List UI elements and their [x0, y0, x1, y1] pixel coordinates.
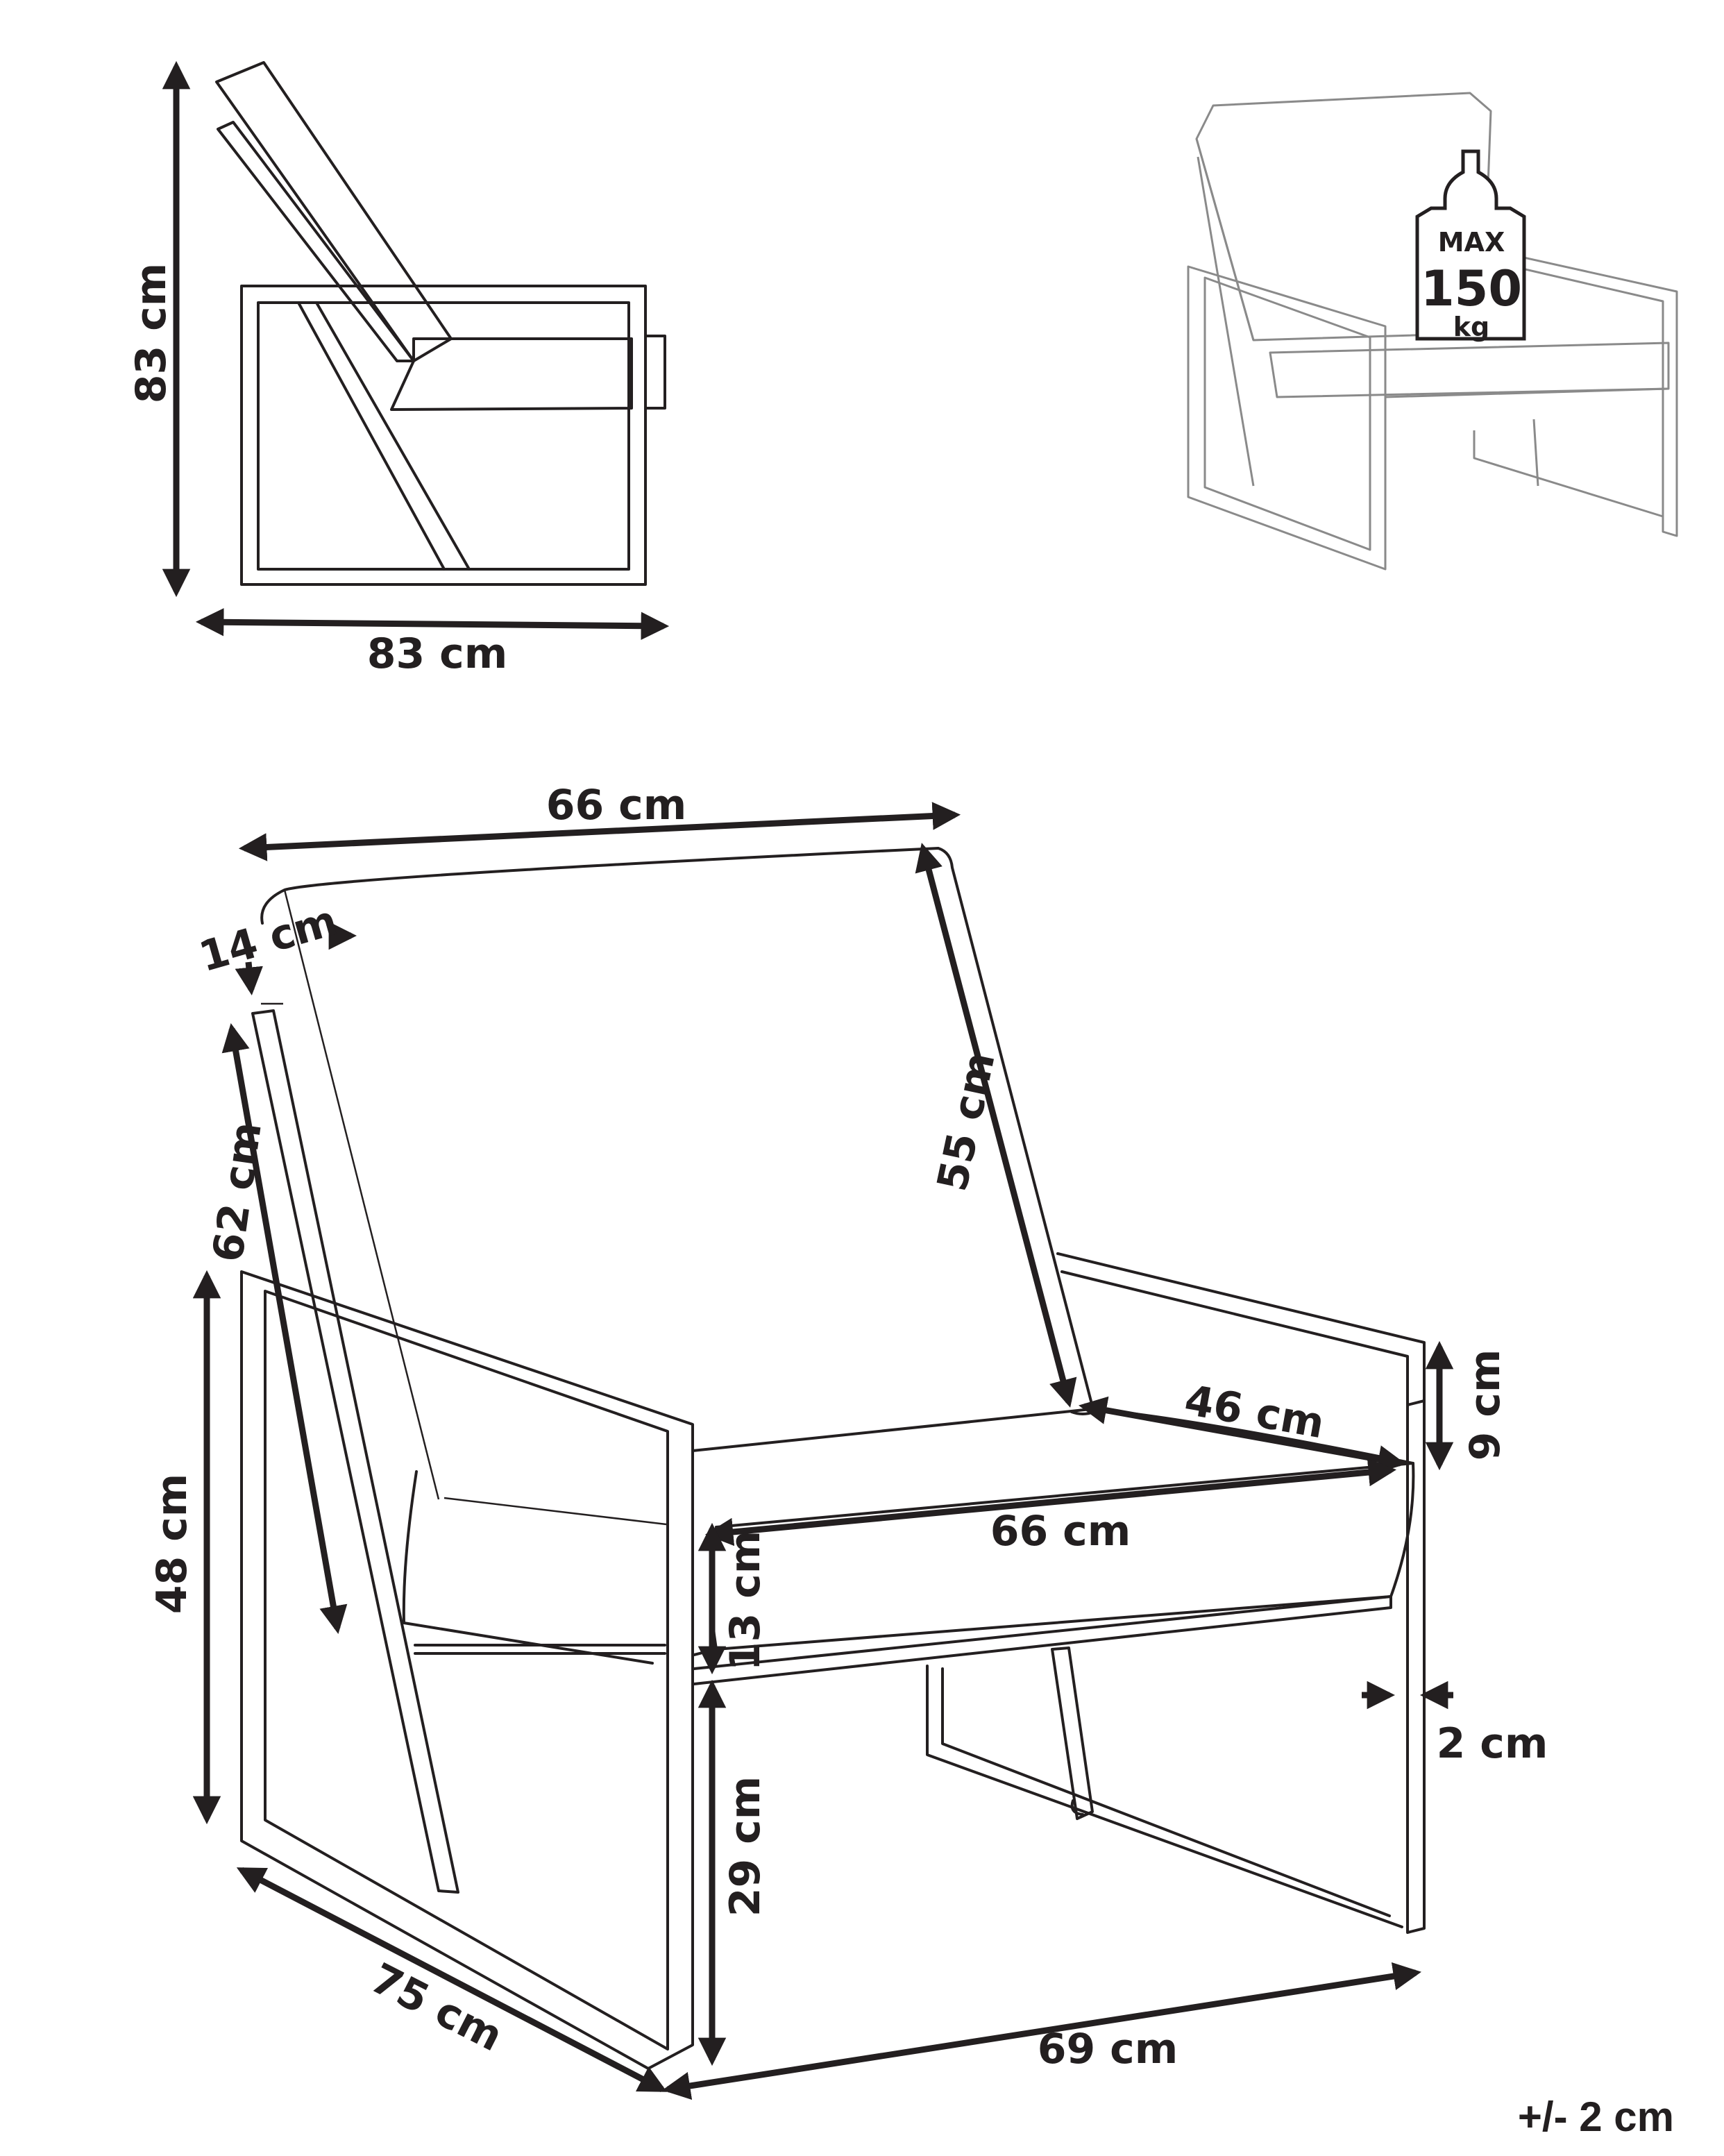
- backrest-width-dimension: 66 cm: [238, 781, 961, 861]
- total-depth-dimension: 75 cm: [236, 1867, 668, 2092]
- seat-cushion-height-dimension: 13 cm: [698, 1522, 770, 1675]
- perspective-view-drawing: [1187, 92, 1678, 571]
- seat-floor-height-label: 29 cm: [721, 1776, 770, 1917]
- backrest-thickness-dimension: 14 cm: [194, 896, 357, 996]
- seat-floor-height-dimension: 29 cm: [698, 1679, 770, 2066]
- max-weight-badge: MAX 150 kg: [1415, 149, 1526, 342]
- main-chair-drawing: [240, 847, 1426, 2070]
- side-depth-dimension: 83 cm: [195, 608, 670, 678]
- backrest-width-label: 66 cm: [546, 781, 686, 829]
- side-depth-label: 83 cm: [367, 630, 507, 678]
- seat-width-dimension: 66 cm: [704, 1458, 1397, 1556]
- backrest-height-side-dimension: 62 cm: [203, 1023, 348, 1634]
- weight-max-label: MAX: [1438, 227, 1505, 258]
- total-width-dimension: 69 cm: [661, 1962, 1422, 2100]
- backrest-height-side-label: 62 cm: [203, 1119, 271, 1265]
- frame-thickness-label: 2 cm: [1437, 1719, 1548, 1768]
- armrest-height-dimension: 48 cm: [148, 1270, 221, 1825]
- armrest-top-dimension: 9 cm: [1425, 1340, 1510, 1471]
- backrest-thickness-label: 14 cm: [194, 896, 343, 982]
- armrest-top-label: 9 cm: [1461, 1349, 1510, 1461]
- total-width-label: 69 cm: [1038, 2025, 1178, 2073]
- seat-width-label: 66 cm: [990, 1507, 1131, 1556]
- tolerance-note: +/- 2 cm: [1518, 2094, 1674, 2140]
- side-height-label: 83 cm: [127, 263, 176, 403]
- frame-thickness-dimension: 2 cm: [1362, 1681, 1548, 1768]
- backrest-height-front-dimension: 55 cm: [915, 843, 1077, 1408]
- weight-unit: kg: [1453, 312, 1489, 342]
- side-height-dimension: 83 cm: [127, 60, 191, 598]
- weight-value: 150: [1421, 260, 1522, 317]
- seat-cushion-height-label: 13 cm: [721, 1531, 770, 1671]
- armrest-height-label: 48 cm: [148, 1474, 196, 1614]
- side-view-drawing: [215, 61, 666, 586]
